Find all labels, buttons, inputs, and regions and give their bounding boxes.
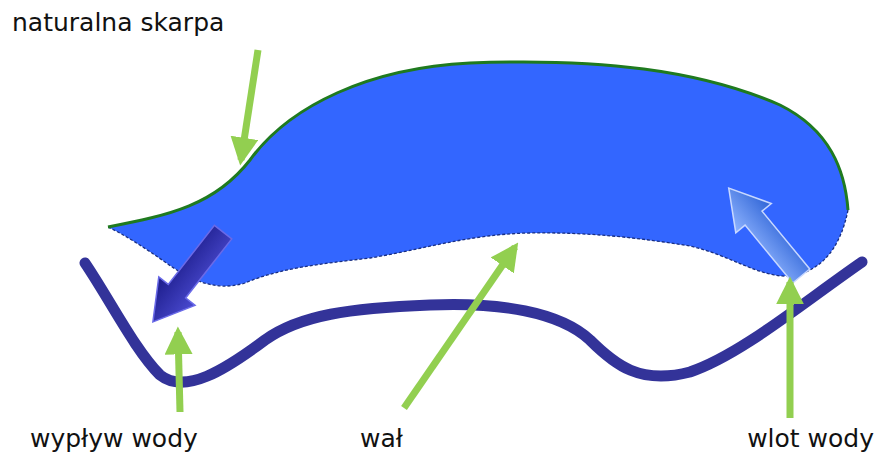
callout-label: wlot wody <box>747 424 874 454</box>
callout-label: wał <box>360 424 403 454</box>
outflow-arrow <box>135 218 241 336</box>
callout-label: wypływ wody <box>30 424 198 454</box>
callout-label: naturalna skarpa <box>12 8 224 38</box>
leader-arrow <box>404 247 515 408</box>
leader-arrow <box>787 282 794 418</box>
leader-arrow <box>241 50 258 160</box>
inlet-arrow <box>711 173 819 290</box>
leader-arrow <box>178 332 180 412</box>
